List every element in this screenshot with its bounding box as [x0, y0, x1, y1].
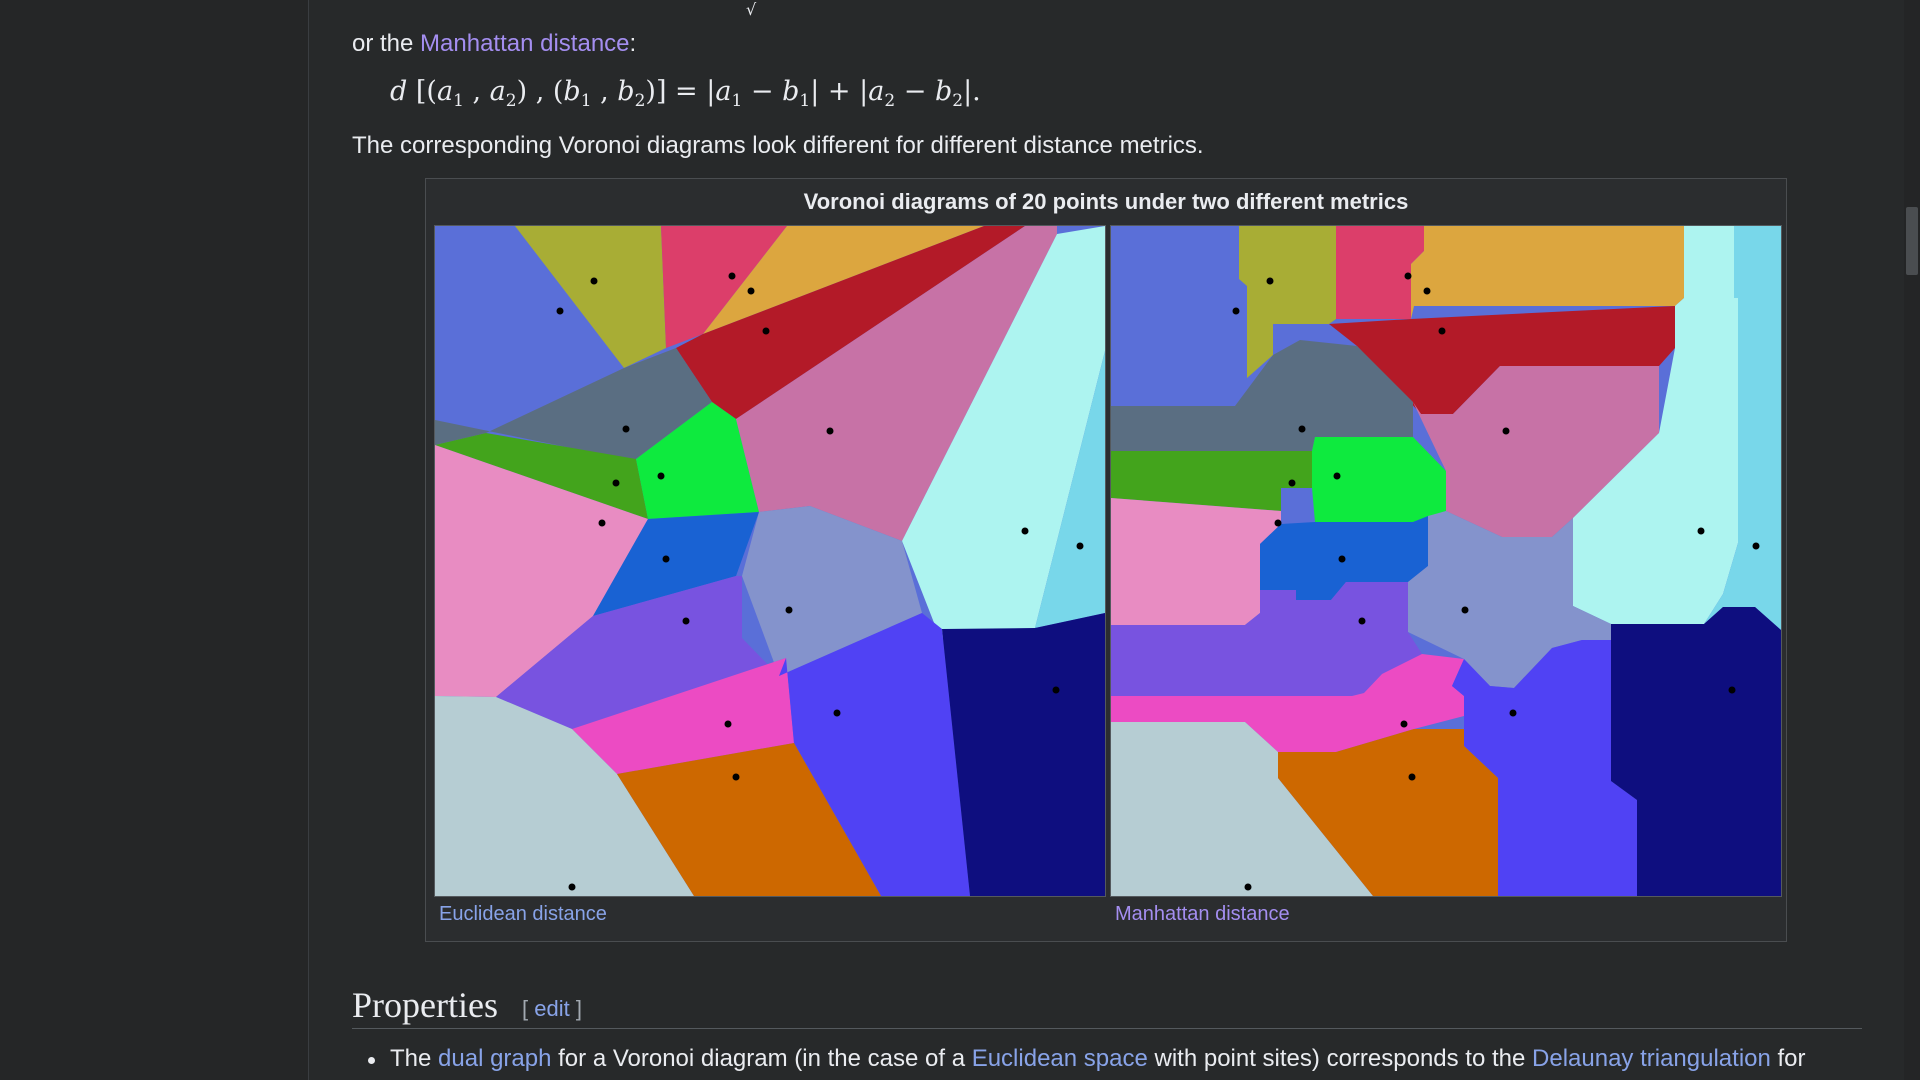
list-item: The dual graph for a Voronoi diagram (in…	[368, 1044, 1806, 1074]
intro-suffix: :	[629, 30, 637, 57]
manhattan-voronoi-diagram[interactable]	[1110, 225, 1782, 897]
intro-text: or the	[352, 30, 421, 57]
left-sidebar	[0, 0, 309, 1080]
delaunay-triangulation-link[interactable]: Delaunay triangulation	[1532, 1045, 1771, 1072]
scrollbar[interactable]	[1904, 0, 1920, 1080]
section-heading-properties: Properties	[352, 985, 498, 1025]
euclidean-space-link[interactable]: Euclidean space	[971, 1045, 1148, 1072]
manhattan-distance-caption-link[interactable]: Manhattan distance	[1115, 903, 1290, 925]
manhattan-formula: d [(a1 , a2) , (b1 , b2)] = |a1 − b1| + …	[390, 76, 981, 111]
edit-bracket-open: [	[522, 996, 535, 1021]
edit-section-link[interactable]: edit	[534, 996, 570, 1021]
euclidean-voronoi-diagram[interactable]	[434, 225, 1106, 897]
sidebar-divider	[308, 0, 309, 1080]
bullet-text: The	[390, 1045, 439, 1072]
bullet-text: for	[1770, 1045, 1806, 1072]
bullet-text: with point sites) corresponds to the	[1147, 1045, 1533, 1072]
voronoi-figure: Voronoi diagrams of 20 points under two …	[425, 178, 1787, 942]
previous-formula-fragment: √	[746, 0, 757, 19]
section-edit: [ edit ]	[522, 996, 582, 1022]
manhattan-distance-link[interactable]: Manhattan distance	[420, 30, 630, 57]
section-divider	[352, 1028, 1862, 1029]
figure-title: Voronoi diagrams of 20 points under two …	[803, 189, 1409, 214]
edit-bracket-close: ]	[569, 996, 582, 1021]
euclidean-distance-caption-link[interactable]: Euclidean distance	[439, 903, 607, 925]
dual-graph-link[interactable]: dual graph	[438, 1045, 552, 1072]
intro-line: or the Manhattan distance:	[352, 29, 636, 59]
metrics-paragraph: The corresponding Voronoi diagrams look …	[352, 132, 1204, 159]
scrollbar-thumb[interactable]	[1906, 207, 1918, 275]
bullet-text: for a Voronoi diagram (in the case of a	[551, 1045, 972, 1072]
